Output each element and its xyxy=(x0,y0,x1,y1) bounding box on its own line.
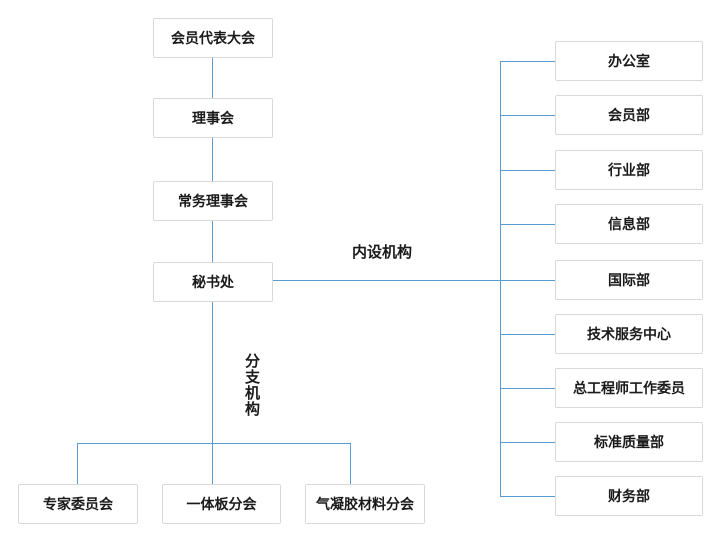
org-node-members-congress: 会员代表大会 xyxy=(153,18,273,58)
org-node-international-dept: 国际部 xyxy=(555,260,703,300)
connector-line xyxy=(500,61,501,496)
org-node-information-dept: 信息部 xyxy=(555,204,703,244)
org-node-office: 办公室 xyxy=(555,41,703,81)
org-node-membership-dept: 会员部 xyxy=(555,95,703,135)
org-node-standards-quality-dept: 标准质量部 xyxy=(555,422,703,462)
org-node-tech-service-center: 技术服务中心 xyxy=(555,314,703,354)
org-node-aerogel-branch: 气凝胶材料分会 xyxy=(305,484,425,524)
connector-line xyxy=(500,388,555,389)
connector-line xyxy=(350,443,351,484)
internal-org-label: 内设机构 xyxy=(352,243,413,261)
org-node-chief-engineer-committee: 总工程师工作委员 xyxy=(555,368,703,408)
connector-line xyxy=(212,221,213,262)
org-node-integrated-panel-branch: 一体板分会 xyxy=(162,484,281,524)
connector-line xyxy=(500,61,555,62)
branch-org-label: 分支机构 xyxy=(243,353,261,417)
org-node-expert-committee: 专家委员会 xyxy=(18,484,138,524)
connector-line xyxy=(500,442,555,443)
org-node-finance-dept: 财务部 xyxy=(555,476,703,516)
connector-line xyxy=(500,115,555,116)
connector-line xyxy=(212,58,213,98)
connector-line xyxy=(500,334,555,335)
connector-line xyxy=(77,443,350,444)
connector-line xyxy=(273,280,555,281)
connector-line xyxy=(212,302,213,484)
org-node-secretariat: 秘书处 xyxy=(153,262,273,302)
connector-line xyxy=(212,138,213,181)
org-node-standing-council: 常务理事会 xyxy=(153,181,273,221)
connector-line xyxy=(500,170,555,171)
org-node-industry-dept: 行业部 xyxy=(555,150,703,190)
connector-line xyxy=(77,443,78,484)
org-node-council: 理事会 xyxy=(153,98,273,138)
connector-line xyxy=(500,224,555,225)
connector-line xyxy=(500,496,555,497)
